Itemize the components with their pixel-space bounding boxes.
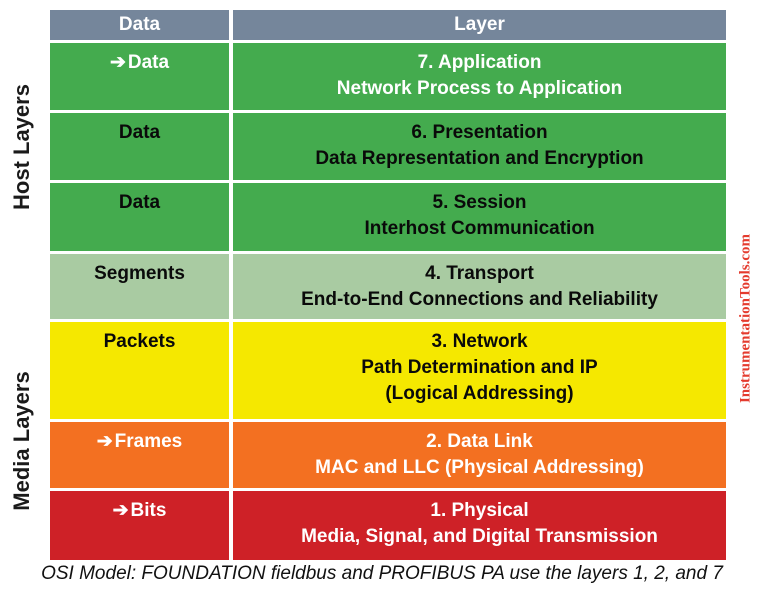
layer-cell: 3. Network Path Determination and IP (Lo… — [233, 322, 726, 419]
layer-cell: 6. Presentation Data Representation and … — [233, 113, 726, 180]
osi-row-layer-3: Packets 3. Network Path Determination an… — [50, 322, 726, 419]
layer-title: 7. Application — [417, 52, 542, 73]
layer-cell: 1. Physical Media, Signal, and Digital T… — [233, 491, 726, 560]
layer-description: MAC and LLC (Physical Addressing) — [315, 457, 644, 478]
data-unit-cell: Data — [50, 183, 229, 251]
osi-row-layer-4: Segments 4. Transport End-to-End Connect… — [50, 254, 726, 319]
layer-description: Interhost Communication — [364, 218, 595, 239]
header-data-column: Data — [50, 10, 229, 40]
layer-description: Network Process to Application — [336, 78, 623, 99]
data-unit-cell: Data — [50, 113, 229, 180]
layer-description: Path Determination and IP — [361, 357, 598, 378]
data-unit-cell: ➔Frames — [50, 422, 229, 488]
data-unit-cell: Segments — [50, 254, 229, 319]
data-unit-label: Data — [127, 52, 170, 73]
media-layers-label: Media Layers — [9, 371, 34, 511]
layer-cell: 5. Session Interhost Communication — [233, 183, 726, 251]
table-header-row: Data Layer — [50, 10, 726, 40]
data-unit-label: Frames — [114, 431, 183, 452]
watermark-text: InstrumentationTools.com — [737, 233, 754, 404]
osi-row-layer-2: ➔Frames 2. Data Link MAC and LLC (Physic… — [50, 422, 726, 488]
layer-description-2: (Logical Addressing) — [385, 383, 574, 404]
data-unit-label: Bits — [130, 500, 167, 521]
osi-row-layer-6: Data 6. Presentation Data Representation… — [50, 113, 726, 180]
osi-row-layer-1: ➔Bits 1. Physical Media, Signal, and Dig… — [50, 491, 726, 560]
layer-cell: 2. Data Link MAC and LLC (Physical Addre… — [233, 422, 726, 488]
data-unit-label: Data — [118, 192, 161, 213]
data-unit-label: Packets — [103, 331, 176, 352]
layer-title: 5. Session — [432, 192, 527, 213]
layer-description: Media, Signal, and Digital Transmission — [301, 526, 658, 547]
layer-title: 1. Physical — [430, 500, 529, 521]
data-unit-label: Data — [118, 122, 161, 143]
layer-description: Data Representation and Encryption — [315, 148, 644, 169]
header-layer-column: Layer — [233, 10, 726, 40]
layer-cell: 4. Transport End-to-End Connections and … — [233, 254, 726, 319]
data-unit-cell: Packets — [50, 322, 229, 419]
osi-row-layer-5: Data 5. Session Interhost Communication — [50, 183, 726, 251]
layer-cell: 7. Application Network Process to Applic… — [233, 43, 726, 110]
osi-table: Data Layer ➔Data 7. Application Network … — [50, 10, 726, 560]
right-arrow-icon: ➔ — [96, 431, 113, 452]
host-layers-label: Host Layers — [9, 84, 34, 210]
osi-row-layer-7: ➔Data 7. Application Network Process to … — [50, 43, 726, 110]
caption-text: OSI Model: FOUNDATION fieldbus and PROFI… — [41, 563, 723, 584]
data-unit-cell: ➔Data — [50, 43, 229, 110]
data-unit-cell: ➔Bits — [50, 491, 229, 560]
layer-title: 3. Network — [431, 331, 528, 352]
layer-title: 6. Presentation — [411, 122, 548, 143]
data-unit-label: Segments — [94, 263, 185, 284]
right-arrow-icon: ➔ — [112, 500, 129, 521]
layer-description: End-to-End Connections and Reliability — [301, 289, 658, 310]
right-arrow-icon: ➔ — [109, 52, 126, 73]
layer-title: 2. Data Link — [426, 431, 533, 452]
layer-title: 4. Transport — [425, 263, 534, 284]
